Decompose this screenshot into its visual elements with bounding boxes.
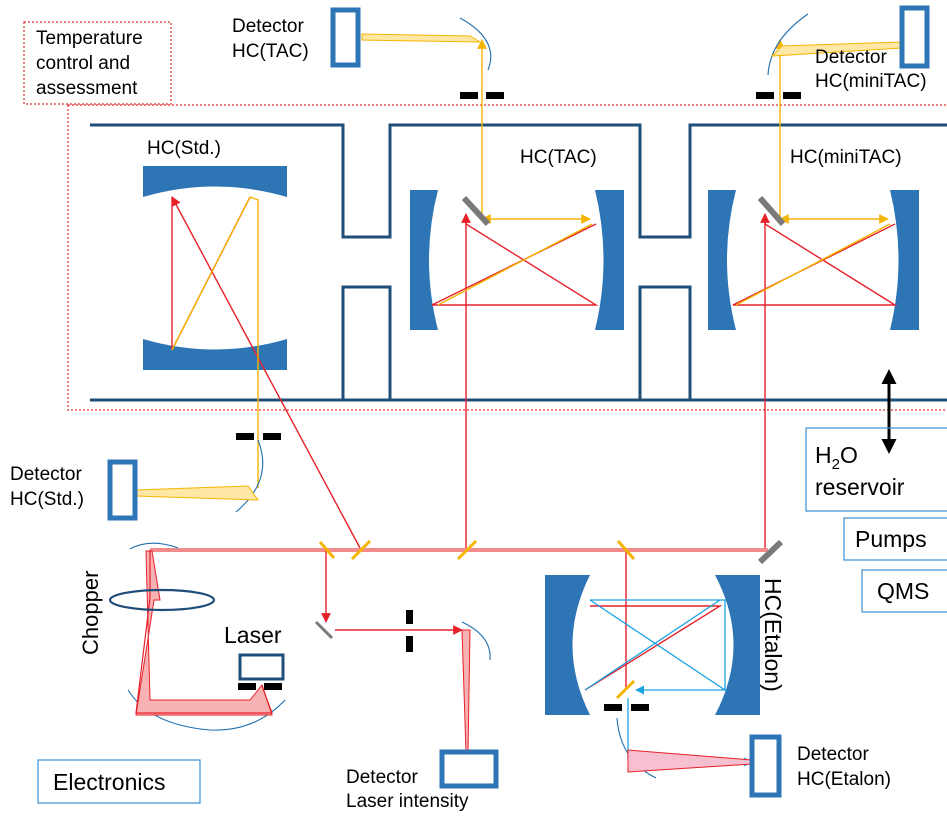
beam-splitters xyxy=(318,539,636,700)
laser-foot-left xyxy=(238,683,256,690)
temperature-label-line-2: control and xyxy=(36,53,130,74)
detector-etalon-body xyxy=(749,734,782,798)
detector-std-body xyxy=(107,459,138,521)
laser-intensity-cone xyxy=(461,629,471,753)
hc-etalon-label: HC(Etalon) xyxy=(760,578,786,692)
pumps-label: Pumps xyxy=(855,526,927,552)
temperature-label-box xyxy=(23,21,172,105)
hc-etalon-mirror-right xyxy=(715,575,760,715)
laser-body xyxy=(238,653,285,681)
hc-tac-mirror-right xyxy=(595,190,624,330)
orange-beam-paths xyxy=(171,39,891,488)
apertures xyxy=(236,92,801,711)
hc-tac-label: HC(TAC) xyxy=(520,147,597,168)
h2o-reservoir-box xyxy=(805,427,947,512)
reservoir-label: reservoir xyxy=(815,474,905,500)
detector-tac-label-1: Detector xyxy=(232,16,304,37)
detector-etalon-label-2: HC(Etalon) xyxy=(797,769,891,790)
detector-minitac-body xyxy=(899,5,930,69)
hc-minitac-label: HC(miniTAC) xyxy=(790,147,902,168)
detector-minitac-label-1: Detector xyxy=(815,47,887,68)
electronics-box xyxy=(37,759,201,804)
detector-etalon-label-1: Detector xyxy=(797,744,869,765)
temperature-label-line-1: Temperature xyxy=(36,28,143,49)
detector-laser-label-1: Detector xyxy=(346,767,418,788)
detector-std-label-1: Detector xyxy=(10,464,82,485)
cyan-beam-paths xyxy=(584,599,753,767)
detector-laser-label-2: Laser intensity xyxy=(346,791,469,812)
pumps-box xyxy=(843,517,947,561)
temperature-control-region xyxy=(67,104,947,411)
hc-etalon-mirror-left xyxy=(545,575,590,715)
hc-std-label: HC(Std.) xyxy=(147,138,221,159)
detector-minitac-label-2: HC(miniTAC) xyxy=(815,71,927,92)
electronics-label: Electronics xyxy=(53,769,165,795)
detector-std-label-2: HC(Std.) xyxy=(10,489,84,510)
etalon-detector-cone xyxy=(627,749,753,773)
hc-std-mirror-top xyxy=(143,166,287,197)
chopper-wheel xyxy=(108,588,216,612)
hc-tac-mirror-left xyxy=(410,190,438,330)
laser-intensity-mirror xyxy=(314,620,334,640)
h2o-label: H2O xyxy=(815,442,858,473)
qms-label: QMS xyxy=(877,578,929,604)
chopper-beam-line xyxy=(135,550,273,714)
detector-tac-label-2: HC(TAC) xyxy=(232,41,309,62)
qms-box xyxy=(861,569,947,613)
laser-foot-right xyxy=(264,683,282,690)
laser-label: Laser xyxy=(224,622,282,648)
temperature-label-line-3: assessment xyxy=(36,78,138,99)
grey-mirrors xyxy=(461,195,786,565)
detector-laser-body xyxy=(439,749,499,789)
tac-detector-cone xyxy=(361,33,482,43)
hc-minitac-mirror-right xyxy=(890,190,919,330)
hc-minitac-mirror-left xyxy=(708,190,736,330)
detector-tac-body xyxy=(330,7,361,68)
std-detector-cone xyxy=(135,485,259,501)
chopper-label: Chopper xyxy=(78,571,103,655)
hc-std-mirror-bottom xyxy=(143,339,287,370)
